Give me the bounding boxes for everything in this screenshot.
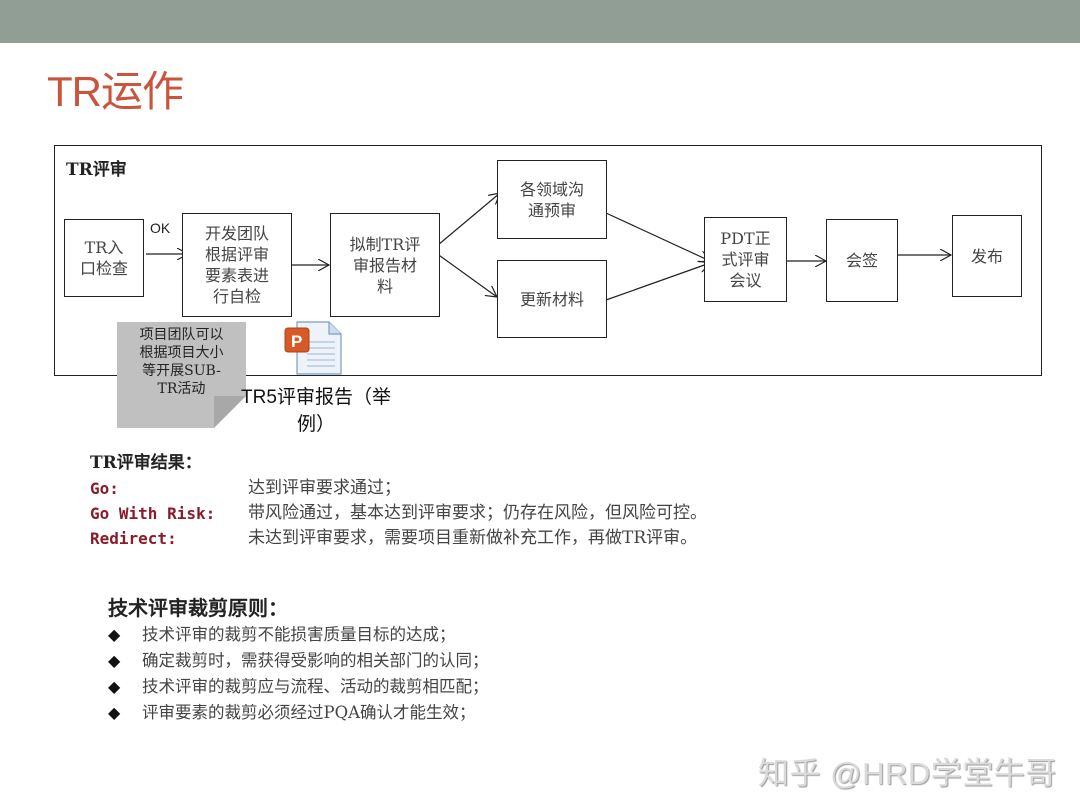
result-value: 带风险通过，基本达到评审要求；仍存在风险，但风险可控。 [248, 503, 707, 523]
results-heading: TR评审结果： [90, 453, 202, 473]
diamond-bullet-icon: ◆ [108, 651, 121, 670]
box-text: 会签 [845, 251, 878, 270]
result-row-redirect: Redirect: 未达到评审要求，需要项目重新做补充工作，再做TR评审。 [90, 526, 707, 551]
note-text: 项目团队可以 根据项目大小 等开展SUB- TR活动 [139, 327, 224, 397]
caption-text: TR5评审报告（举 例） [241, 387, 391, 435]
top-banner [0, 0, 1080, 43]
powerpoint-file-icon[interactable]: P [283, 320, 343, 376]
principle-item: ◆ 技术评审的裁剪不能损害质量目标的达成； [108, 622, 489, 648]
box-text: PDT正 式评审 会议 [720, 229, 771, 290]
result-value: 达到评审要求通过； [248, 478, 401, 498]
box-text: 更新材料 [519, 289, 584, 309]
flow-box-entry-check: TR入 口检查 [64, 219, 144, 297]
principle-item: ◆ 确定裁剪时，需获得受影响的相关部门的认同； [108, 648, 489, 674]
principles-heading: 技术评审裁剪原则： [108, 596, 288, 620]
box-text: 拟制TR评 审报告材 料 [349, 234, 421, 296]
principle-item: ◆ 评审要素的裁剪必须经过PQA确认才能生效； [108, 700, 489, 726]
flow-box-release: 发布 [952, 215, 1022, 297]
diamond-bullet-icon: ◆ [108, 625, 121, 644]
flow-box-pdt-review: PDT正 式评审 会议 [704, 217, 787, 302]
flow-label: TR评审 [66, 160, 127, 180]
diamond-bullet-icon: ◆ [108, 703, 121, 722]
report-caption[interactable]: TR5评审报告（举 例） [228, 384, 404, 438]
note-fold-corner [214, 396, 246, 428]
tailoring-principles: 技术评审裁剪原则： ◆ 技术评审的裁剪不能损害质量目标的达成； ◆ 确定裁剪时，需获… [108, 594, 489, 726]
svg-text:P: P [291, 332, 302, 351]
review-results: TR评审结果： Go: 达到评审要求通过； Go With Risk: 带风险通… [90, 451, 707, 551]
diamond-bullet-icon: ◆ [108, 677, 121, 696]
result-key: Redirect: [90, 529, 177, 548]
box-text: 发布 [970, 246, 1003, 266]
result-row-go: Go: 达到评审要求通过； [90, 476, 707, 501]
flow-box-countersign: 会签 [826, 219, 898, 302]
principle-text: 技术评审的裁剪不能损害质量目标的达成； [142, 625, 456, 644]
result-key: Go: [90, 479, 119, 498]
ok-label: OK [150, 220, 171, 236]
principle-text: 评审要素的裁剪必须经过PQA确认才能生效； [142, 703, 476, 722]
result-value: 未达到评审要求，需要项目重新做补充工作，再做TR评审。 [248, 528, 698, 548]
box-text: 开发团队 根据评审 要素表进 行自检 [204, 224, 269, 306]
flow-box-draft-report: 拟制TR评 审报告材 料 [330, 213, 440, 317]
result-key: Go With Risk: [90, 504, 216, 523]
result-row-go-with-risk: Go With Risk: 带风险通过，基本达到评审要求；仍存在风险，但风险可控… [90, 501, 707, 526]
slide-title: TR运作 [47, 68, 184, 115]
principle-text: 技术评审的裁剪应与流程、活动的裁剪相匹配； [142, 677, 489, 696]
tr-review-flow-frame [54, 145, 1042, 376]
box-text: TR入 口检查 [79, 238, 128, 278]
box-text: 各领域沟 通预审 [519, 179, 584, 220]
flow-box-domain-prereview: 各领域沟 通预审 [497, 160, 607, 239]
flow-box-update-material: 更新材料 [497, 260, 607, 338]
principle-item: ◆ 技术评审的裁剪应与流程、活动的裁剪相匹配； [108, 674, 489, 700]
watermark: 知乎 @HRD学堂牛哥 [758, 756, 1057, 791]
sub-tr-sticky-note: 项目团队可以 根据项目大小 等开展SUB- TR活动 [117, 322, 246, 428]
flow-box-self-check: 开发团队 根据评审 要素表进 行自检 [182, 213, 292, 317]
principle-text: 确定裁剪时，需获得受影响的相关部门的认同； [142, 651, 489, 670]
